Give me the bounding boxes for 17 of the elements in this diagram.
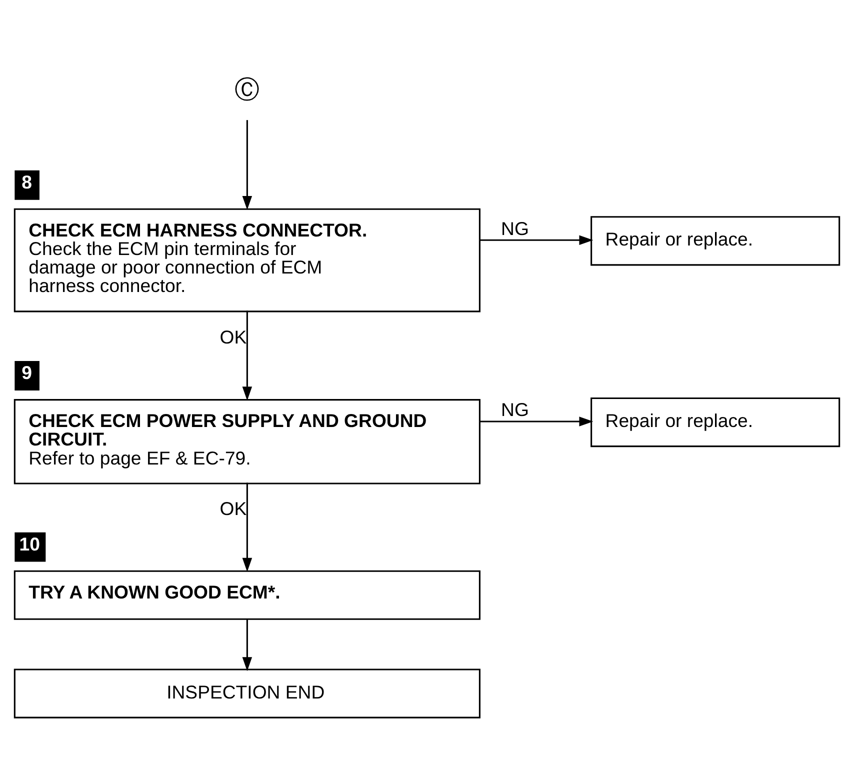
- arrow: [242, 120, 252, 210]
- node-box: Repair or replace.: [590, 396, 840, 447]
- arrow: [242, 482, 252, 572]
- node-label: 10: [19, 532, 40, 554]
- node-text: Ⓒ: [234, 76, 260, 104]
- node-label: 9: [22, 362, 32, 383]
- node-box: Repair or replace.: [590, 216, 840, 266]
- arrow: [480, 416, 594, 426]
- edge-label: OK: [220, 498, 247, 519]
- edge-label: NG: [501, 217, 529, 238]
- arrow: [242, 310, 252, 400]
- edge-label: NG: [501, 398, 529, 420]
- edge-label: OK: [220, 326, 247, 347]
- node-box: INSPECTION END: [14, 668, 480, 718]
- arrow: [242, 618, 252, 671]
- node-label: 8: [22, 170, 32, 192]
- arrow: [480, 234, 594, 245]
